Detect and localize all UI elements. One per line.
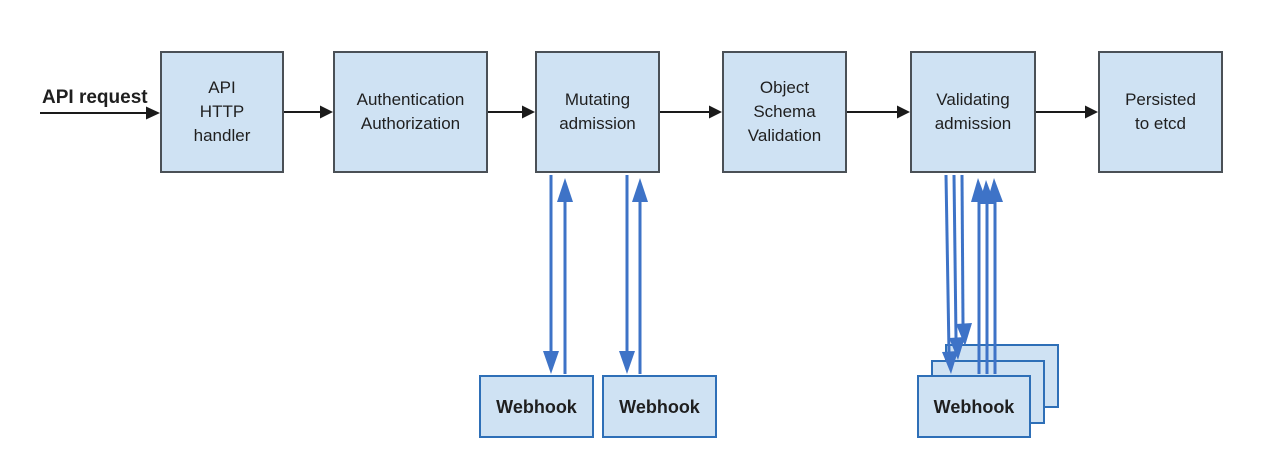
arrow-mutating-to-webhook2-down (619, 175, 635, 374)
arrow-handler-to-auth (284, 105, 333, 119)
node-mutating-admission: Mutating admission (535, 51, 660, 173)
node-persisted-to-etcd: Persisted to etcd (1098, 51, 1223, 173)
api-request-label: API request (42, 87, 148, 108)
arrow-webhook1-to-mutating-up (557, 178, 573, 374)
webhook-mutating-1: Webhook (479, 375, 594, 438)
arrow-schema-to-validating (847, 105, 910, 119)
arrow-mutating-to-schema (660, 105, 722, 119)
webhook-validating: Webhook (917, 375, 1031, 438)
arrow-validating-to-webhooks-down-3 (956, 174, 972, 346)
node-validating-admission: Validating admission (910, 51, 1036, 173)
arrow-mutating-to-webhook1-down (543, 175, 559, 374)
node-api-http-handler: API HTTP handler (160, 51, 284, 173)
node-object-schema-validation: Object Schema Validation (722, 51, 847, 173)
arrow-webhook2-to-mutating-up (632, 178, 648, 374)
node-authentication-authorization: Authentication Authorization (333, 51, 488, 173)
arrow-validating-to-etcd (1036, 105, 1098, 119)
arrow-validating-to-webhooks-down-2 (949, 174, 965, 360)
arrow-auth-to-mutating (488, 105, 535, 119)
webhook-mutating-2: Webhook (602, 375, 717, 438)
